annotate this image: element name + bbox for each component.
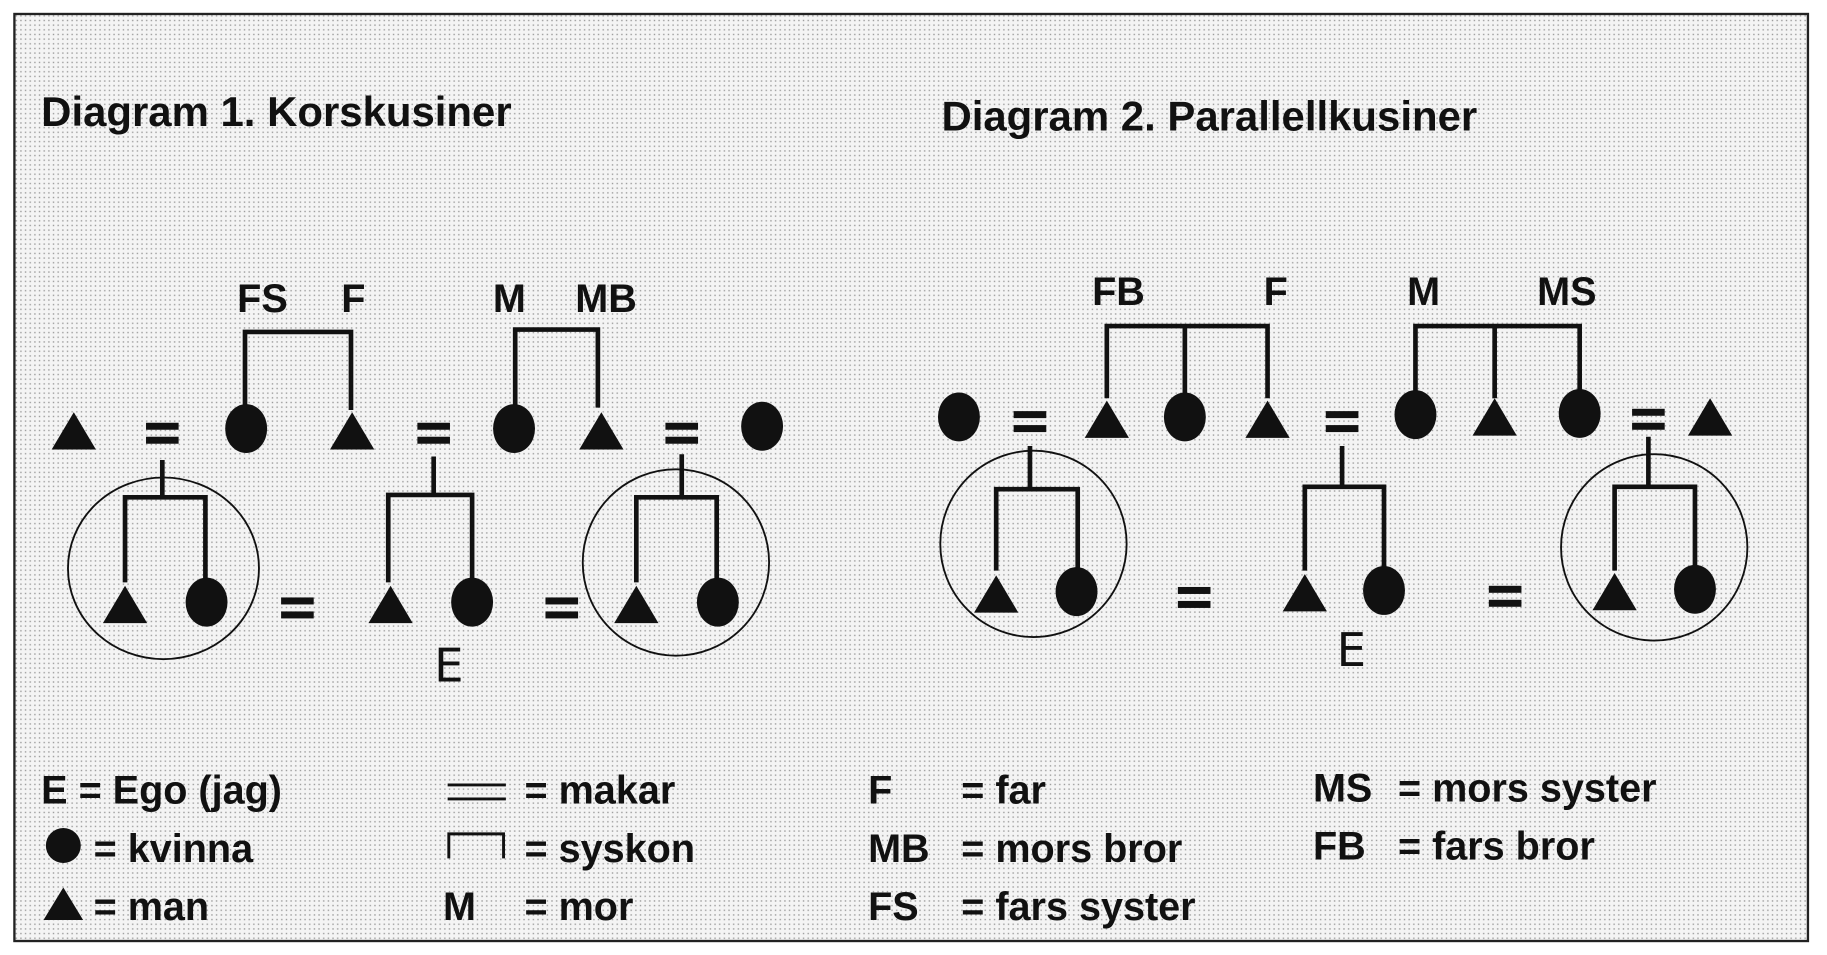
woman-icon — [1558, 388, 1601, 438]
legend-man: = man — [94, 885, 210, 929]
woman-icon — [1163, 392, 1206, 442]
legend-far-key: F — [868, 769, 892, 813]
label-fs: FS — [237, 277, 288, 321]
label-mb: MB — [575, 277, 637, 321]
legend: E = Ego (jag) = kvinna = man = makar = s… — [41, 766, 1656, 929]
descent-line — [1302, 446, 1387, 571]
legend-ego: E = Ego (jag) — [41, 769, 282, 813]
label-f: F — [341, 277, 365, 321]
man-icon — [43, 887, 84, 921]
diagram-2-title: Diagram 2. Parallellkusiner — [941, 92, 1477, 139]
woman-icon — [451, 577, 494, 627]
woman-icon — [225, 404, 268, 454]
cousin-circle — [581, 468, 771, 657]
syskon-symbol-icon — [447, 832, 506, 859]
descent-line — [122, 460, 208, 583]
woman-icon — [1055, 567, 1098, 617]
diagram-2: Diagram 2. Parallellkusiner FB F M MS E — [937, 92, 1749, 677]
sibling-bracket — [242, 329, 354, 410]
woman-icon — [741, 401, 784, 451]
legend-ms: = mors syster — [1398, 766, 1657, 810]
woman-icon — [45, 828, 81, 863]
makar-symbol-icon — [447, 783, 506, 801]
woman-icon — [696, 577, 739, 627]
legend-syskon: = syskon — [525, 827, 696, 871]
legend-mb: = mors bror — [961, 827, 1182, 871]
cousin-circle — [939, 449, 1128, 638]
descent-line — [385, 456, 475, 583]
sibling-bracket — [1104, 323, 1270, 399]
legend-ms-key: MS — [1313, 766, 1372, 810]
figure-frame — [13, 12, 1810, 943]
ego-label: E — [1337, 623, 1366, 677]
diagram-1: Diagram 1. Korskusiner FS F M MB E — [41, 88, 784, 692]
ego-label: E — [434, 638, 463, 692]
label-fb: FB — [1092, 270, 1145, 314]
diagram-1-title: Diagram 1. Korskusiner — [41, 88, 511, 135]
woman-icon — [1674, 564, 1716, 614]
cousin-circle — [1560, 453, 1749, 642]
legend-kvinna: = kvinna — [94, 827, 254, 871]
descent-line — [1612, 436, 1698, 571]
sibling-bracket — [1413, 323, 1582, 399]
legend-fb-key: FB — [1313, 825, 1366, 869]
woman-icon — [185, 577, 228, 627]
legend-fs: = fars syster — [961, 885, 1195, 929]
label-m: M — [493, 277, 526, 321]
woman-icon — [1363, 566, 1405, 615]
descent-line — [633, 454, 720, 583]
legend-fb: = fars bror — [1398, 825, 1595, 869]
cousin-circle — [67, 476, 260, 661]
legend-mor-key: M — [443, 885, 476, 929]
legend-makar: = makar — [525, 769, 676, 813]
woman-icon — [1394, 390, 1437, 440]
legend-fs-key: FS — [868, 885, 919, 929]
sibling-bracket — [512, 327, 601, 408]
legend-mb-key: MB — [868, 827, 930, 871]
woman-icon — [937, 392, 980, 442]
label-ms: MS — [1537, 270, 1596, 314]
legend-far: = far — [961, 769, 1046, 813]
woman-icon — [493, 404, 535, 454]
descent-line — [993, 446, 1081, 571]
label-f: F — [1264, 270, 1288, 314]
label-m: M — [1407, 270, 1440, 314]
legend-mor: = mor — [525, 885, 634, 929]
